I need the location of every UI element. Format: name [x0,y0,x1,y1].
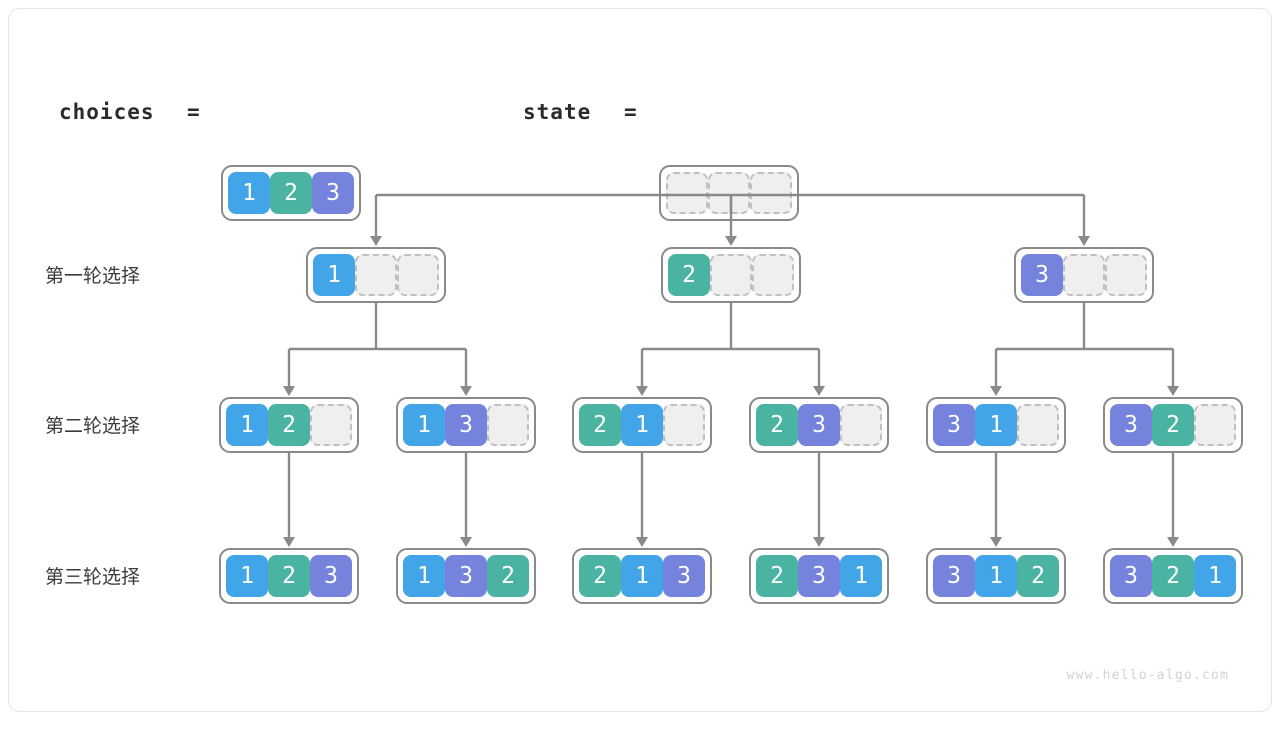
state-array [659,165,799,221]
node-r3-3-cell-1: 1 [621,555,663,597]
node-r3-6-cell-1: 2 [1152,555,1194,597]
node-r1-1: 1 [306,247,446,303]
arrow-head-icon [1078,236,1090,246]
arrow-head-icon [813,537,825,547]
arrow-head-icon [990,386,1002,396]
node-r1-2: 2 [661,247,801,303]
node-r2-3-cell-2 [663,404,705,446]
node-r2-6-cell-2 [1194,404,1236,446]
state-cell-0 [666,172,708,214]
choices-label: choices [59,100,155,124]
node-r3-3-cell-0: 2 [579,555,621,597]
node-r1-2-cell-0: 2 [668,254,710,296]
state-cell-2 [750,172,792,214]
arrow-head-icon [283,537,295,547]
node-r2-4-cell-0: 2 [756,404,798,446]
choices-cell-0: 1 [228,172,270,214]
node-r3-4-cell-1: 3 [798,555,840,597]
node-r2-6-cell-0: 3 [1110,404,1152,446]
node-r2-3-cell-0: 2 [579,404,621,446]
node-r3-5-cell-1: 1 [975,555,1017,597]
choices-cell-1: 2 [270,172,312,214]
node-r2-2-cell-1: 3 [445,404,487,446]
node-r1-2-cell-1 [710,254,752,296]
node-r2-6-cell-1: 2 [1152,404,1194,446]
arrow-head-icon [460,386,472,396]
arrow-head-icon [460,537,472,547]
node-r3-3-cell-2: 3 [663,555,705,597]
node-r1-3: 3 [1014,247,1154,303]
state-label: state [523,100,592,124]
arrow-head-icon [1167,537,1179,547]
choices-cell-2: 3 [312,172,354,214]
arrow-head-icon [1167,386,1179,396]
node-r2-1-cell-2 [310,404,352,446]
row-label-1: 第一轮选择 [45,266,141,287]
node-r2-1-cell-1: 2 [268,404,310,446]
node-r1-3-cell-2 [1105,254,1147,296]
node-r3-2-cell-2: 2 [487,555,529,597]
row-label-2: 第二轮选择 [45,416,141,437]
state-cell-1 [708,172,750,214]
node-r3-4-cell-0: 2 [756,555,798,597]
node-r3-6-cell-2: 1 [1194,555,1236,597]
arrow-head-icon [636,537,648,547]
node-r3-4-cell-2: 1 [840,555,882,597]
arrow-head-icon [813,386,825,396]
node-r1-3-cell-1 [1063,254,1105,296]
node-r2-5-cell-2 [1017,404,1059,446]
arrow-head-icon [725,236,737,246]
node-r3-1-cell-2: 3 [310,555,352,597]
node-r2-2-cell-0: 1 [403,404,445,446]
node-r1-1-cell-2 [397,254,439,296]
node-r2-5-cell-1: 1 [975,404,1017,446]
node-r3-1-cell-1: 2 [268,555,310,597]
choices-equals-sign: = [187,100,201,124]
node-r3-6-cell-0: 3 [1110,555,1152,597]
watermark: www.hello-algo.com [1066,668,1229,683]
arrow-head-icon [636,386,648,396]
node-r3-5-cell-2: 2 [1017,555,1059,597]
node-r3-2-cell-0: 1 [403,555,445,597]
node-r2-4-cell-1: 3 [798,404,840,446]
node-r1-1-cell-1 [355,254,397,296]
state-equals-sign: = [624,100,638,124]
arrow-head-icon [990,537,1002,547]
node-r1-3-cell-0: 3 [1021,254,1063,296]
arrow-head-icon [370,236,382,246]
node-r3-5-cell-0: 3 [933,555,975,597]
node-r2-4-cell-2 [840,404,882,446]
node-r2-2-cell-2 [487,404,529,446]
node-r2-5-cell-0: 3 [933,404,975,446]
node-r1-2-cell-2 [752,254,794,296]
node-r2-1-cell-0: 1 [226,404,268,446]
node-r2-3-cell-1: 1 [621,404,663,446]
node-r3-1-cell-0: 1 [226,555,268,597]
row-label-3: 第三轮选择 [45,567,141,588]
arrow-head-icon [283,386,295,396]
node-r3-2-cell-1: 3 [445,555,487,597]
node-r1-1-cell-0: 1 [313,254,355,296]
